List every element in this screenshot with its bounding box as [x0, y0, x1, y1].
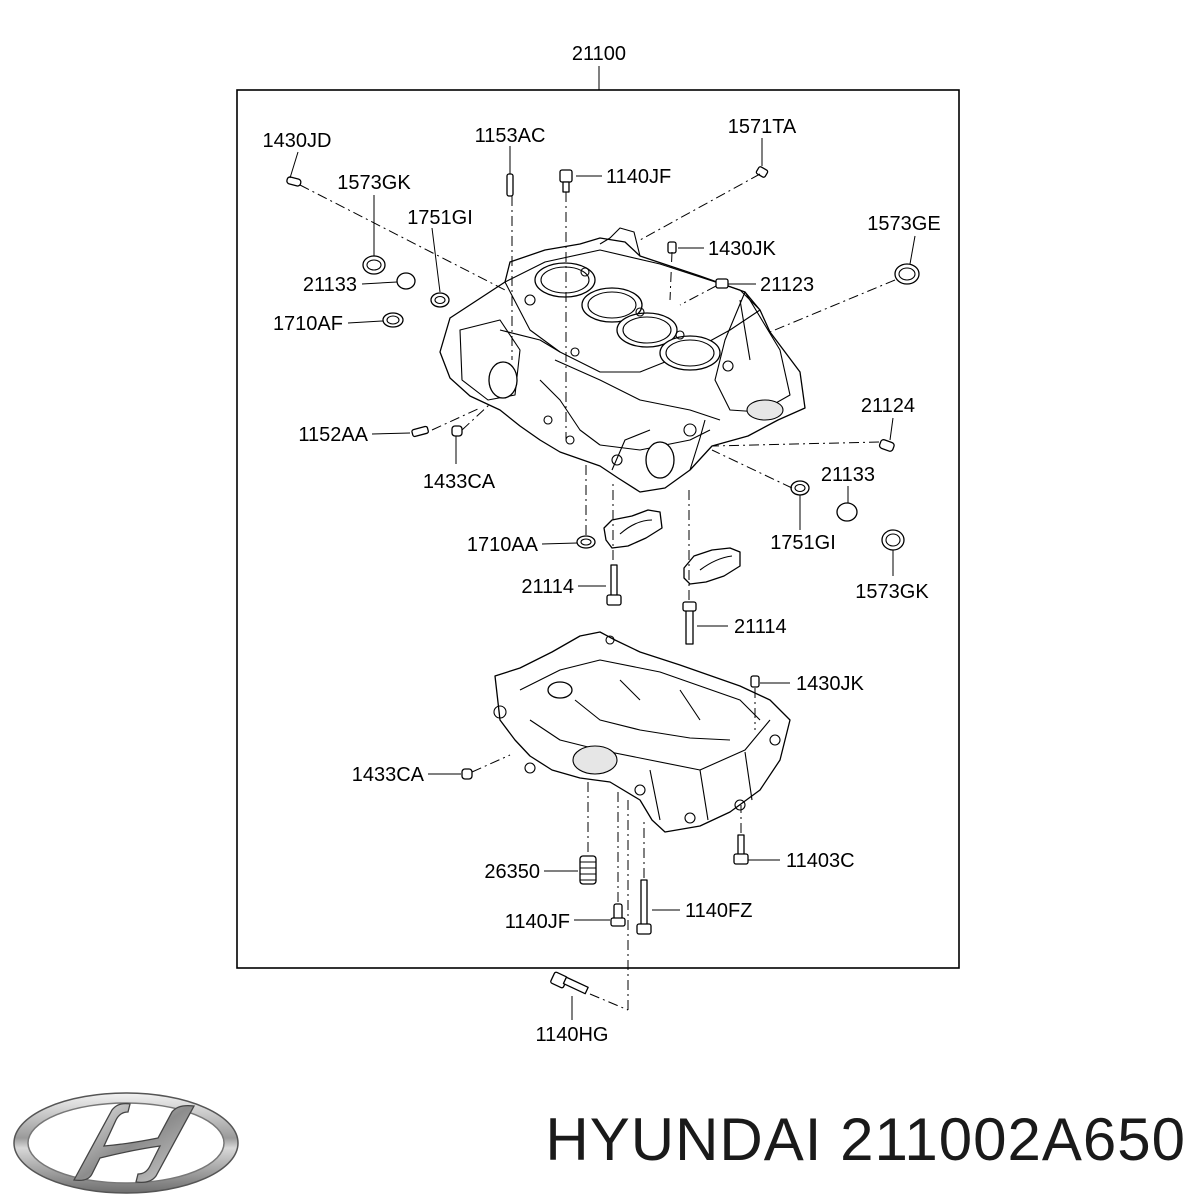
- callout-label: 21124: [861, 395, 915, 417]
- callout-labels: 21100 1430JD 1153AC 1571TA 1573GK 1140JF…: [263, 43, 941, 1046]
- callout-label: 1710AF: [273, 313, 343, 335]
- callout-label: 1430JK: [708, 238, 776, 260]
- callout-label: 21114: [734, 616, 787, 638]
- callout-label: 1573GK: [855, 581, 929, 603]
- callout-label: 1433CA: [423, 471, 496, 493]
- bearing-caps-illustration: [603, 509, 741, 585]
- callout-label: 21123: [760, 274, 814, 296]
- callout-label: 1751GI: [770, 532, 836, 554]
- parts-diagram: 21100 1430JD 1153AC 1571TA 1573GK 1140JF…: [236, 43, 960, 1046]
- callout-label: 1571TA: [728, 116, 797, 138]
- callout-label: 1573GK: [337, 172, 411, 194]
- assembly-frame: [236, 89, 960, 969]
- callout-label: 1140FZ: [685, 900, 752, 922]
- callout-label: 11403C: [786, 850, 855, 872]
- cylinder-block-illustration: [439, 227, 806, 493]
- callout-label: 1153AC: [475, 125, 546, 147]
- callout-label: 1140JF: [606, 166, 671, 188]
- callout-label: 1430JK: [796, 673, 864, 695]
- callout-label: 1751GI: [407, 207, 473, 229]
- callout-label: 1430JD: [263, 130, 332, 152]
- leader-lines: [289, 138, 916, 1020]
- callout-label: 1433CA: [352, 764, 425, 786]
- hyundai-logo-icon: [13, 1092, 239, 1194]
- callout-label: 1140JF: [505, 911, 570, 933]
- callout-label: 21133: [303, 274, 357, 296]
- callout-label: 21114: [521, 576, 574, 598]
- callout-label: 26350: [484, 861, 540, 883]
- callout-label: 1140HG: [535, 1024, 608, 1046]
- part-number: 211002A650: [840, 1106, 1186, 1173]
- callout-label: 21133: [821, 464, 875, 486]
- callout-assembly: 21100: [572, 43, 626, 65]
- callout-label: 1152AA: [298, 424, 368, 446]
- oil-pan-illustration: [493, 631, 791, 833]
- brand-name: HYUNDAI: [545, 1106, 823, 1173]
- callout-label: 1710AA: [467, 534, 539, 556]
- callout-label: 1573GE: [867, 213, 940, 235]
- part-caption: HYUNDAI 211002A650: [545, 1104, 1186, 1176]
- small-parts-illustration: [286, 166, 920, 995]
